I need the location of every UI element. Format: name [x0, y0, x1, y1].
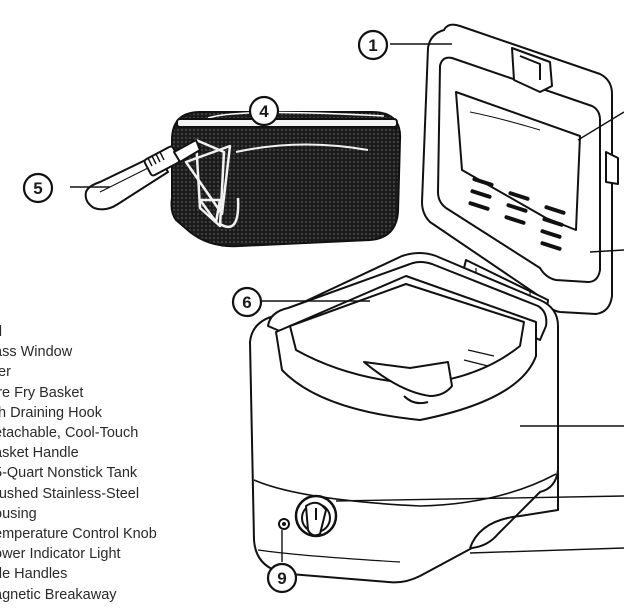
- legend-line: ire Fry Basket: [0, 383, 209, 403]
- callout-6-label: 6: [242, 293, 251, 312]
- callout-4: 4: [250, 97, 278, 125]
- legend-line: ter: [0, 362, 209, 382]
- legend-line: th Draining Hook: [0, 403, 209, 423]
- fry-basket-icon: [172, 112, 401, 246]
- callout-5: 5: [24, 174, 52, 202]
- legend-line: ass Window: [0, 342, 209, 362]
- legend-line: ousing: [0, 504, 209, 524]
- callout-5-label: 5: [33, 179, 42, 198]
- callout-6: 6: [233, 288, 261, 316]
- callout-1: 1: [359, 31, 387, 59]
- parts-legend: d ass Window ter ire Fry Basket th Drain…: [0, 322, 209, 605]
- callout-1-label: 1: [368, 36, 377, 55]
- housing-icon: [250, 253, 558, 582]
- callout-9-label: 9: [277, 569, 286, 588]
- callout-9: 9: [268, 564, 296, 592]
- legend-line: d: [0, 322, 209, 342]
- legend-line: 5-Quart Nonstick Tank: [0, 463, 209, 483]
- legend-line: emperature Control Knob: [0, 524, 209, 544]
- legend-line: rushed Stainless-Steel: [0, 484, 209, 504]
- callout-4-label: 4: [259, 102, 269, 121]
- legend-line: agnetic Breakaway: [0, 585, 209, 605]
- legend-line: etachable, Cool-Touch: [0, 423, 209, 443]
- power-indicator-icon: [279, 519, 289, 529]
- legend-line: de Handles: [0, 564, 209, 584]
- temperature-knob-icon: [296, 496, 336, 536]
- legend-line: ower Indicator Light: [0, 544, 209, 564]
- legend-line: asket Handle: [0, 443, 209, 463]
